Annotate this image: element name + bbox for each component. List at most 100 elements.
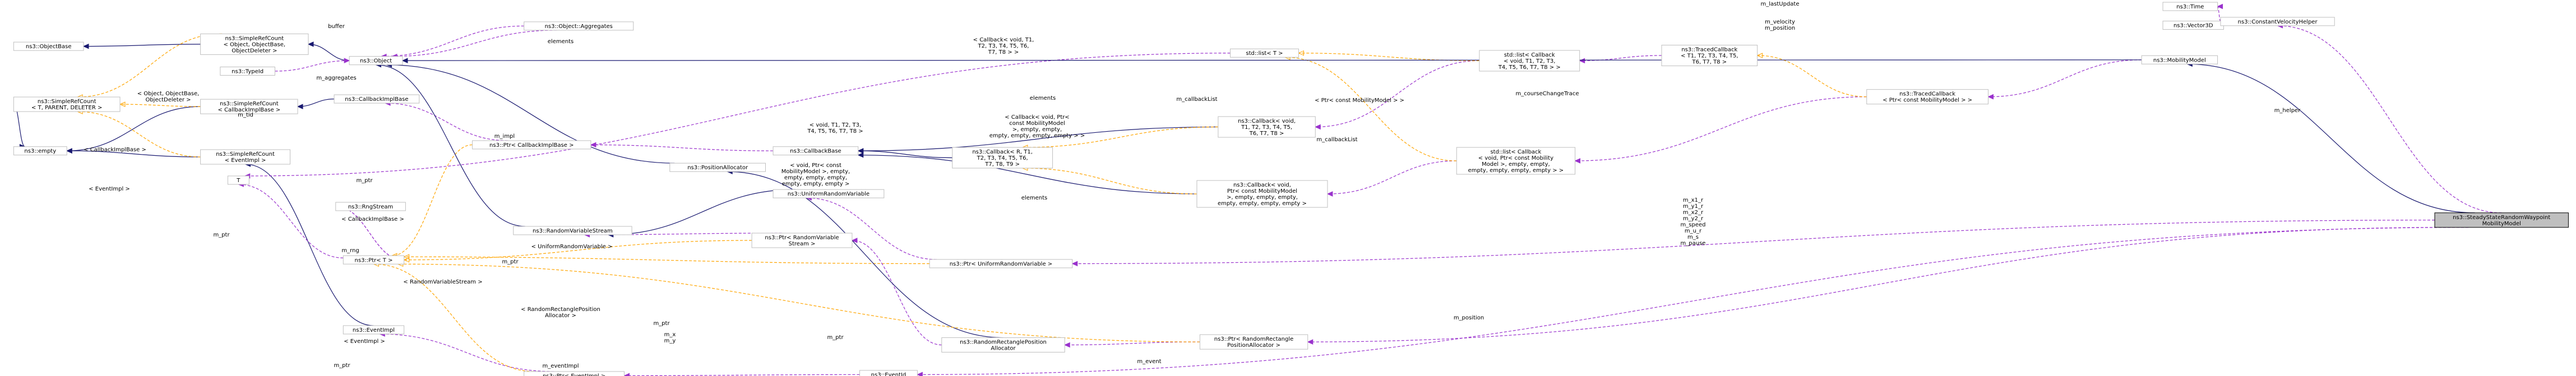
node-tracedCallbackMobility[interactable]: ns3::TracedCallback< Ptr< const Mobility… — [1866, 89, 1988, 105]
edge-arrowhead — [307, 41, 314, 47]
node-constantVelocityHelper[interactable]: ns3::ConstantVelocityHelper — [2220, 17, 2335, 26]
node-box — [1456, 147, 1576, 175]
node-stdListT[interactable]: std::list< T > — [1230, 48, 1299, 58]
edge-inherit-35 — [857, 152, 1197, 194]
edge-usage-40 — [1326, 160, 1457, 197]
node-box — [2141, 55, 2218, 64]
edge-label-object_deleter: < Object, ObjectBase, — [137, 91, 200, 97]
node-empty[interactable]: ns3::empty — [13, 146, 67, 156]
node-label: ns3::Callback< R, T1, — [972, 149, 1033, 155]
edge-line — [858, 126, 1218, 151]
node-label: ns3::UniformRandomVariable — [788, 191, 870, 197]
node-box — [343, 325, 405, 335]
node-srcEventImpl[interactable]: ns3::SimpleRefCount< EventImpl > — [200, 149, 290, 165]
edge-usage-10 — [391, 30, 557, 59]
node-callbackBase[interactable]: ns3::CallbackBase — [773, 146, 859, 156]
node-callbackT[interactable]: ns3::Callback< R, T1,T2, T3, T4, T5, T6,… — [952, 147, 1053, 169]
node-ptrRandomRectanglePositionAllocator[interactable]: ns3::Ptr< RandomRectanglePositionAllocat… — [1199, 334, 1308, 350]
edge-label-m_vars: m_x2_r — [1683, 210, 1704, 216]
diagram-edge-labels: < Object, ObjectBase,ObjectDeleter >< Ca… — [84, 1, 2301, 369]
node-time[interactable]: ns3::Time — [2162, 2, 2218, 11]
node-label: ns3::PositionAllocator — [687, 165, 748, 171]
edge-label-m_ptr_cb: m_ptr — [356, 178, 373, 184]
node-positionAllocator[interactable]: ns3::PositionAllocator — [669, 163, 766, 172]
node-ptrCallbackImplBase[interactable]: ns3::Ptr< CallbackImplBase > — [472, 140, 591, 150]
node-ptrEventImpl[interactable]: ns3::Ptr< EventImpl > — [524, 371, 625, 376]
edge-arrowhead — [851, 238, 858, 243]
edge-label-m_ptr_T: m_ptr — [213, 232, 230, 238]
node-randomVariableStream[interactable]: ns3::RandomVariableStream — [513, 226, 632, 235]
node-steadyState[interactable]: ns3::SteadyStateRandomWaypointMobilityMo… — [2434, 212, 2569, 228]
node-srcObject[interactable]: ns3::SimpleRefCount< Object, ObjectBase,… — [200, 33, 309, 55]
edge-label-cb_impl_tpl: < CallbackImplBase > — [341, 216, 404, 222]
node-ptrT[interactable]: ns3::Ptr< T > — [343, 255, 405, 264]
edge-label-list_cb_tpl: T2, T3, T4, T5, T6, — [978, 43, 1029, 49]
edge-arrowhead — [344, 58, 350, 63]
edge-inherit-1 — [66, 106, 201, 154]
node-uniformRandomVariable[interactable]: ns3::UniformRandomVariable — [773, 189, 885, 198]
edge-label-m_velocity_position: m_velocity — [1765, 19, 1795, 25]
node-stdListCallbackT[interactable]: std::list< Callback< void, T1, T2, T3,T4… — [1479, 50, 1580, 72]
edge-arrowhead — [119, 101, 126, 107]
edge-line — [373, 263, 534, 372]
node-label: < EventImpl > — [225, 157, 266, 164]
node-srcT[interactable]: ns3::SimpleRefCount< T, PARENT, DELETER … — [13, 96, 121, 112]
edge-usage-13 — [384, 100, 508, 141]
node-label: T1, T2, T3, T4, T5, — [1241, 124, 1292, 131]
edge-label-elements_mob: elements — [1021, 195, 1047, 201]
edge-label-m_impl: m_impl — [494, 133, 515, 140]
edge-line — [2187, 63, 2475, 213]
edge-line — [590, 144, 774, 151]
node-mobilityModel[interactable]: ns3::MobilityModel — [2141, 55, 2218, 64]
edge-arrowhead — [917, 372, 923, 376]
node-callbackVoidT[interactable]: ns3::Callback< void,T1, T2, T3, T4, T5,T… — [1218, 116, 1316, 138]
node-vector3d[interactable]: ns3::Vector3D — [2162, 21, 2224, 30]
node-label: ns3::MobilityModel — [2153, 57, 2206, 63]
node-objectbase[interactable]: ns3::ObjectBase — [13, 41, 84, 51]
edge-line — [402, 59, 2142, 61]
node-aggregates[interactable]: ns3::Object::Aggregates — [524, 21, 634, 31]
node-label: < T, PARENT, DELETER > — [31, 105, 102, 111]
node-label: ns3::Ptr< RandomRectangle — [1214, 336, 1293, 342]
edge-label-m_lastUpdate: m_lastUpdate — [1761, 1, 1800, 7]
node-box — [343, 255, 405, 264]
edge-label-list_cb_tpl: < Callback< void, T1, — [973, 37, 1034, 43]
node-label: ns3::TypeId — [232, 68, 263, 75]
node-callbackVoidMobility[interactable]: ns3::Callback< void,Ptr< const MobilityM… — [1196, 180, 1328, 208]
node-stdListCallbackMobility[interactable]: std::list< Callback< void, Ptr< const Mo… — [1456, 147, 1576, 175]
edge-label-urv_tpl: < UniformRandomVariable > — [531, 244, 613, 250]
node-srcCallbackImplBase[interactable]: ns3::SimpleRefCount< CallbackImplBase > — [200, 99, 298, 114]
node-object[interactable]: ns3::Object — [349, 56, 403, 66]
node-eventImpl[interactable]: ns3::EventImpl — [343, 325, 405, 335]
node-box — [227, 175, 249, 185]
edge-inherit-2 — [66, 148, 201, 157]
edge-label-m_vars: m_y1_r — [1683, 203, 1704, 210]
edge-line — [84, 44, 201, 47]
node-eventId[interactable]: ns3::EventId — [859, 370, 918, 376]
node-label: ns3::SimpleRefCount — [220, 101, 279, 107]
edge-line — [1988, 59, 2142, 98]
edge-arrowhead — [1574, 158, 1581, 164]
node-ptrRandomVariableStream[interactable]: ns3::Ptr< RandomVariableStream > — [751, 233, 853, 248]
node-label: >, empty, empty, empty, — [1227, 194, 1298, 201]
edge-inherit-23 — [607, 189, 796, 238]
node-box — [513, 226, 632, 235]
node-label: T — [236, 178, 241, 184]
node-box — [952, 147, 1053, 169]
node-label: ns3::RandomRectanglePosition — [960, 340, 1047, 346]
node-T[interactable]: T — [227, 175, 249, 185]
edge-label-m_aggregates: m_aggregates — [316, 75, 356, 81]
node-tracedCallbackT[interactable]: ns3::TracedCallback< T1, T2, T3, T4, T5,… — [1661, 45, 1758, 67]
node-label: empty, empty, empty, empty > — [1218, 201, 1307, 207]
node-ptrUniformRandomVariable[interactable]: ns3::Ptr< UniformRandomVariable > — [929, 259, 1073, 268]
node-label: ns3::ConstantVelocityHelper — [2238, 19, 2318, 25]
node-box — [773, 189, 885, 198]
edge-line — [376, 64, 525, 227]
node-typeid[interactable]: ns3::TypeId — [220, 66, 275, 76]
edge-arrowhead — [401, 58, 408, 63]
node-label: ns3::ObjectBase — [26, 44, 72, 50]
node-callbackImplBase[interactable]: ns3::CallbackImplBase — [334, 94, 420, 104]
node-rngStream[interactable]: ns3::RngStream — [335, 202, 406, 211]
